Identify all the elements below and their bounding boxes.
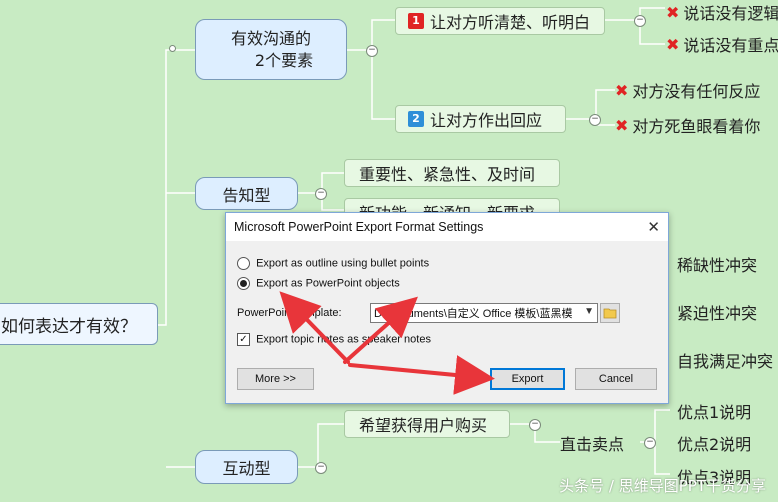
- leaf-label: 优点3说明: [677, 468, 752, 487]
- leaf-label: 说话没有重点: [683, 36, 778, 55]
- topic-hear-clearly[interactable]: 1 让对方听清楚、听明白: [395, 7, 605, 35]
- collapse-toggle[interactable]: [169, 45, 176, 52]
- leaf-no-focus[interactable]: ✖ 说话没有重点: [666, 32, 778, 56]
- arrow-to-template: [343, 296, 418, 364]
- export-settings-dialog: Microsoft PowerPoint Export Format Setti…: [225, 212, 669, 404]
- x-mark-icon: ✖: [615, 80, 629, 100]
- topic-label: 直击卖点: [560, 435, 625, 454]
- leaf-no-logic[interactable]: ✖ 说话没有逻辑: [666, 0, 778, 24]
- x-mark-icon: ✖: [666, 34, 680, 54]
- leaf-advantage-1[interactable]: 优点1说明: [677, 399, 751, 423]
- chevron-down-icon: ▼: [584, 306, 594, 317]
- leaf-advantage-3[interactable]: 优点3说明: [677, 464, 751, 488]
- topic-label: 让对方听清楚、听明白: [430, 13, 591, 32]
- branch-label: 告知型: [222, 185, 271, 205]
- close-icon[interactable]: ✕: [647, 219, 660, 236]
- leaf-no-reaction[interactable]: ✖ 对方没有任何反应: [615, 78, 760, 102]
- more-button[interactable]: More >>: [237, 368, 314, 390]
- topic-label: 重要性、紧急性、及时间: [359, 165, 536, 184]
- arrow-to-export-button: [348, 355, 495, 395]
- topic-urgency[interactable]: 紧迫性冲突: [677, 300, 757, 324]
- branch-interactive-type[interactable]: 互动型: [195, 450, 298, 484]
- root-topic-label: 如何表达才有效？: [1, 316, 137, 337]
- checkbox-checked[interactable]: ✓: [237, 333, 250, 346]
- radio-outline-label: Export as outline using bullet points: [256, 257, 430, 270]
- x-mark-icon: ✖: [615, 115, 629, 135]
- leaf-label: 优点1说明: [677, 403, 752, 422]
- topic-respond[interactable]: 2 让对方作出回应: [395, 105, 566, 133]
- topic-label: 希望获得用户购买: [359, 416, 488, 435]
- topic-label: 稀缺性冲突: [677, 256, 758, 275]
- browse-folder-button[interactable]: [600, 303, 620, 323]
- branch-label: 互动型: [222, 459, 271, 478]
- cancel-button[interactable]: Cancel: [575, 368, 657, 390]
- root-topic[interactable]: 如何表达才有效？: [0, 303, 158, 345]
- leaf-label: 对方没有任何反应: [632, 82, 761, 101]
- leaf-label: 优点2说明: [677, 435, 752, 454]
- number-badge: 2: [408, 111, 424, 127]
- dialog-title: Microsoft PowerPoint Export Format Setti…: [234, 220, 484, 234]
- number-badge: 1: [408, 13, 424, 29]
- export-button[interactable]: Export: [490, 368, 565, 390]
- leaf-label: 说话没有逻辑: [683, 4, 778, 23]
- radio-objects-option[interactable]: Export as PowerPoint objects: [237, 277, 400, 290]
- collapse-toggle[interactable]: −: [315, 188, 327, 200]
- template-dropdown[interactable]: D:\Documents\自定义 Office 模板\蓝黑模 ▼: [370, 303, 598, 323]
- branch-label-line2: 2个要素: [254, 50, 314, 70]
- collapse-toggle[interactable]: −: [315, 462, 327, 474]
- radio-objects-label: Export as PowerPoint objects: [256, 277, 400, 290]
- topic-purchase[interactable]: 希望获得用户购买: [344, 410, 510, 438]
- arrow-to-objects-option: [279, 291, 350, 364]
- collapse-toggle[interactable]: −: [366, 45, 378, 57]
- watermark-text: 头条号 / 思维导图PPT干货分享: [559, 477, 766, 495]
- topic-label: 紧迫性冲突: [677, 304, 758, 323]
- leaf-dead-eyes[interactable]: ✖ 对方死鱼眼看着你: [615, 113, 760, 137]
- collapse-toggle[interactable]: −: [634, 15, 646, 27]
- branch-label-line1: 有效沟通的: [230, 28, 311, 48]
- leaf-advantage-2[interactable]: 优点2说明: [677, 431, 751, 455]
- topic-scarcity[interactable]: 稀缺性冲突: [677, 252, 757, 276]
- branch-effective-communication[interactable]: 有效沟通的 2个要素: [195, 19, 347, 80]
- topic-self-satisfaction[interactable]: 自我满足冲突: [677, 348, 773, 372]
- leaf-label: 对方死鱼眼看着你: [632, 117, 761, 136]
- x-mark-icon: ✖: [666, 2, 680, 22]
- topic-selling-point[interactable]: 直击卖点: [560, 431, 624, 455]
- collapse-toggle[interactable]: −: [589, 114, 601, 126]
- radio-button-selected[interactable]: [237, 277, 250, 290]
- template-value: D:\Documents\自定义 Office 模板\蓝黑模: [374, 308, 573, 320]
- collapse-toggle[interactable]: −: [644, 437, 656, 449]
- branch-inform-type[interactable]: 告知型: [195, 177, 298, 210]
- folder-icon: [603, 308, 617, 319]
- topic-label: 自我满足冲突: [677, 352, 774, 371]
- topic-importance[interactable]: 重要性、紧急性、及时间: [344, 159, 560, 187]
- radio-outline-option[interactable]: Export as outline using bullet points: [237, 257, 429, 270]
- dialog-title-bar: Microsoft PowerPoint Export Format Setti…: [226, 213, 668, 241]
- collapse-toggle[interactable]: −: [529, 419, 541, 431]
- radio-button-unselected[interactable]: [237, 257, 250, 270]
- topic-label: 让对方作出回应: [430, 111, 543, 130]
